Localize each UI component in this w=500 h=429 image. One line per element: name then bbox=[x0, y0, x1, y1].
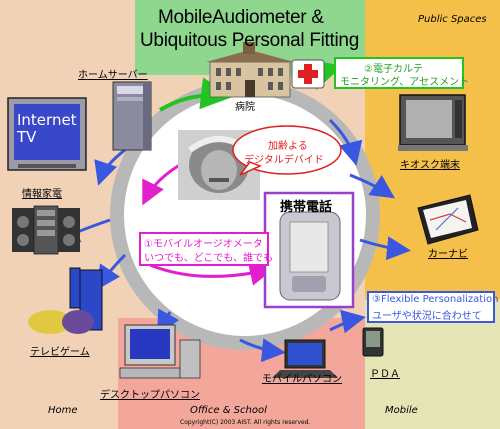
blue-arrow-right-top bbox=[328, 118, 363, 166]
medical-cross-icon bbox=[291, 59, 325, 89]
blue-arrow-car-navi bbox=[359, 236, 411, 261]
zone-office-label: Office & School bbox=[190, 405, 267, 416]
zone-public-label: Public Spaces bbox=[418, 14, 487, 25]
kiosk-label: キオスク端末 bbox=[400, 160, 460, 171]
mobile-phone-icon bbox=[279, 211, 341, 301]
mobile-pc-icon bbox=[272, 339, 338, 378]
tv-game-label: テレビゲーム bbox=[30, 347, 90, 358]
mobile-audiometer-line1: ①モバイルオージオメータ bbox=[144, 239, 263, 250]
ehr-line2: モニタリング、アセスメント bbox=[340, 77, 470, 88]
internet-tv-icon bbox=[7, 97, 87, 171]
mobile-audiometer-line2: いつでも、どこでも、誰でも bbox=[144, 253, 274, 264]
title-line2: Ubiquitous Personal Fitting bbox=[140, 30, 359, 51]
car-navi-label: カーナビ bbox=[428, 249, 468, 260]
car-navi-icon bbox=[417, 194, 479, 245]
pda-label: ＰＤＡ bbox=[370, 369, 400, 380]
home-server-label: ホームサーバー bbox=[78, 70, 148, 81]
flexible-line2: ユーザや状況に合わせて bbox=[372, 311, 482, 322]
info-appliance-icon bbox=[12, 205, 80, 255]
aging-line2: デジタルデバイド bbox=[244, 155, 324, 166]
zone-mobile-label: Mobile bbox=[385, 405, 418, 416]
desktop-pc-icon bbox=[119, 324, 201, 379]
desktop-pc-label: デスクトップパソコン bbox=[100, 390, 200, 401]
hospital-label: 病院 bbox=[235, 102, 255, 113]
zone-home-label: Home bbox=[48, 405, 78, 416]
tv-game-icon bbox=[28, 267, 103, 334]
magenta-arrow-bottom bbox=[149, 262, 274, 286]
title-line1: MobileAudiometer & bbox=[158, 7, 324, 28]
blue-arrow-mobile-pc bbox=[239, 338, 286, 363]
mobile-phone-label: 携帯電話 bbox=[280, 200, 333, 215]
mobile-audiometer-callout bbox=[139, 232, 269, 266]
flexible-line1: ③Flexible Personalization bbox=[372, 294, 499, 305]
aging-line1: 加齢よる bbox=[268, 141, 308, 152]
aging-speech-bubble bbox=[232, 125, 342, 176]
ehr-line1: ②電子カルテ bbox=[364, 64, 423, 75]
blue-arrow-kiosk bbox=[349, 173, 395, 199]
blue-arrow-pda bbox=[329, 309, 366, 334]
pda-icon bbox=[362, 327, 384, 357]
kiosk-icon bbox=[398, 94, 468, 151]
home-server-icon bbox=[112, 81, 152, 151]
copyright-text: Copyright(C) 2003 AIST. All rights reser… bbox=[180, 419, 311, 426]
flexible-personalization-callout bbox=[367, 291, 495, 323]
ehr-callout-box bbox=[334, 57, 464, 89]
blue-arrow-info-appliance bbox=[94, 148, 126, 186]
internet-tv-screen-text: Internet TV bbox=[17, 111, 77, 146]
info-appliance-label: 情報家電 bbox=[22, 189, 62, 200]
hospital-icon bbox=[206, 42, 294, 98]
mobile-pc-label: モバイルパソコン bbox=[262, 374, 342, 385]
